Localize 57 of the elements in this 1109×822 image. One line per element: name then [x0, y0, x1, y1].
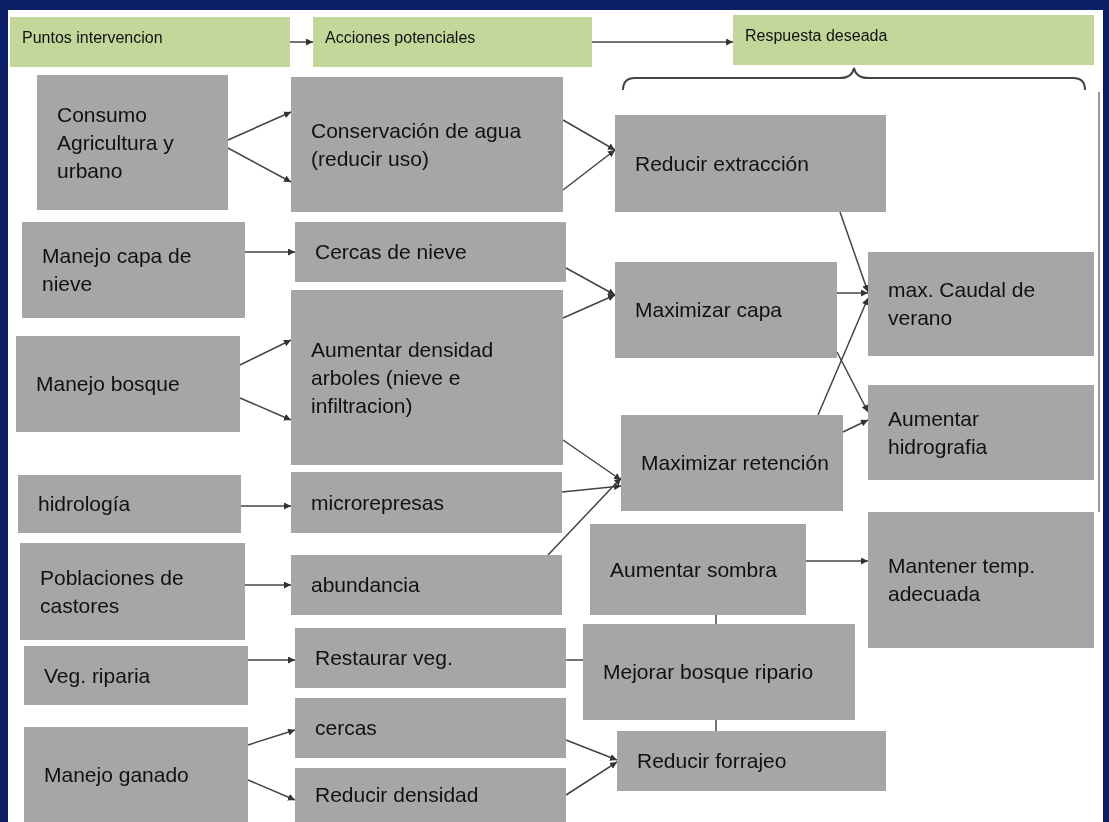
- arrow: [240, 502, 292, 510]
- arrow: [239, 397, 292, 421]
- column-header-box: Acciones potenciales: [313, 17, 592, 67]
- process-box: Poblaciones de castores: [20, 543, 245, 640]
- process-box: Manejo ganado: [24, 727, 248, 822]
- arrow: [244, 248, 296, 256]
- process-box: Consumo Agricultura y urbano: [37, 75, 228, 210]
- arrow: [836, 351, 869, 413]
- arrow: [289, 38, 314, 46]
- arrow: [842, 419, 869, 433]
- arrow: [562, 149, 616, 191]
- process-box: Aumentar sombra: [590, 524, 806, 615]
- arrow: [562, 294, 616, 319]
- process-box: Conservación de agua (reducir uso): [291, 77, 563, 212]
- arrow: [562, 439, 622, 481]
- arrow: [836, 289, 869, 297]
- process-box: Aumentar densidad arboles (nieve e infiltracion): [291, 290, 563, 465]
- process-box: cercas: [295, 698, 566, 758]
- process-box: microrepresas: [291, 472, 562, 533]
- connector-line: [565, 659, 584, 661]
- connector-line: [715, 614, 717, 625]
- arrow: [565, 267, 616, 296]
- arrow: [817, 297, 869, 416]
- process-box: Mejorar bosque ripario: [583, 624, 855, 720]
- arrow: [547, 477, 622, 556]
- process-box: Maximizar retención: [621, 415, 843, 511]
- process-box: Manejo capa de nieve: [22, 222, 245, 318]
- process-box: Aumentar hidrografia: [868, 385, 1094, 480]
- arrow: [561, 483, 622, 493]
- connector-line: [715, 719, 717, 732]
- arrow: [805, 557, 869, 565]
- process-box: Restaurar veg.: [295, 628, 566, 688]
- arrow: [227, 111, 292, 141]
- process-box: Reducir forrajeo: [617, 731, 886, 791]
- arrow: [591, 38, 734, 46]
- arrow: [244, 581, 292, 589]
- arrow: [247, 779, 296, 801]
- column-header-box: Respuesta deseada: [733, 15, 1094, 65]
- arrow: [247, 656, 296, 664]
- process-box: Manejo bosque: [16, 336, 240, 432]
- process-box: max. Caudal de verano: [868, 252, 1094, 356]
- arrow: [227, 147, 292, 183]
- process-box: abundancia: [291, 555, 562, 615]
- process-box: Maximizar capa: [615, 262, 837, 358]
- arrow: [247, 728, 296, 746]
- arrow: [565, 739, 618, 761]
- column-header-box: Puntos intervencion: [10, 17, 290, 67]
- arrow: [239, 339, 292, 366]
- process-box: hidrología: [18, 475, 241, 533]
- arrow: [562, 119, 616, 151]
- process-box: Veg. riparia: [24, 646, 248, 705]
- process-box: Reducir extracción: [615, 115, 886, 212]
- process-box: Reducir densidad: [295, 768, 566, 822]
- process-box: Mantener temp. adecuada: [868, 512, 1094, 648]
- arrow: [565, 761, 618, 796]
- process-box: Cercas de nieve: [295, 222, 566, 282]
- arrow: [839, 211, 869, 293]
